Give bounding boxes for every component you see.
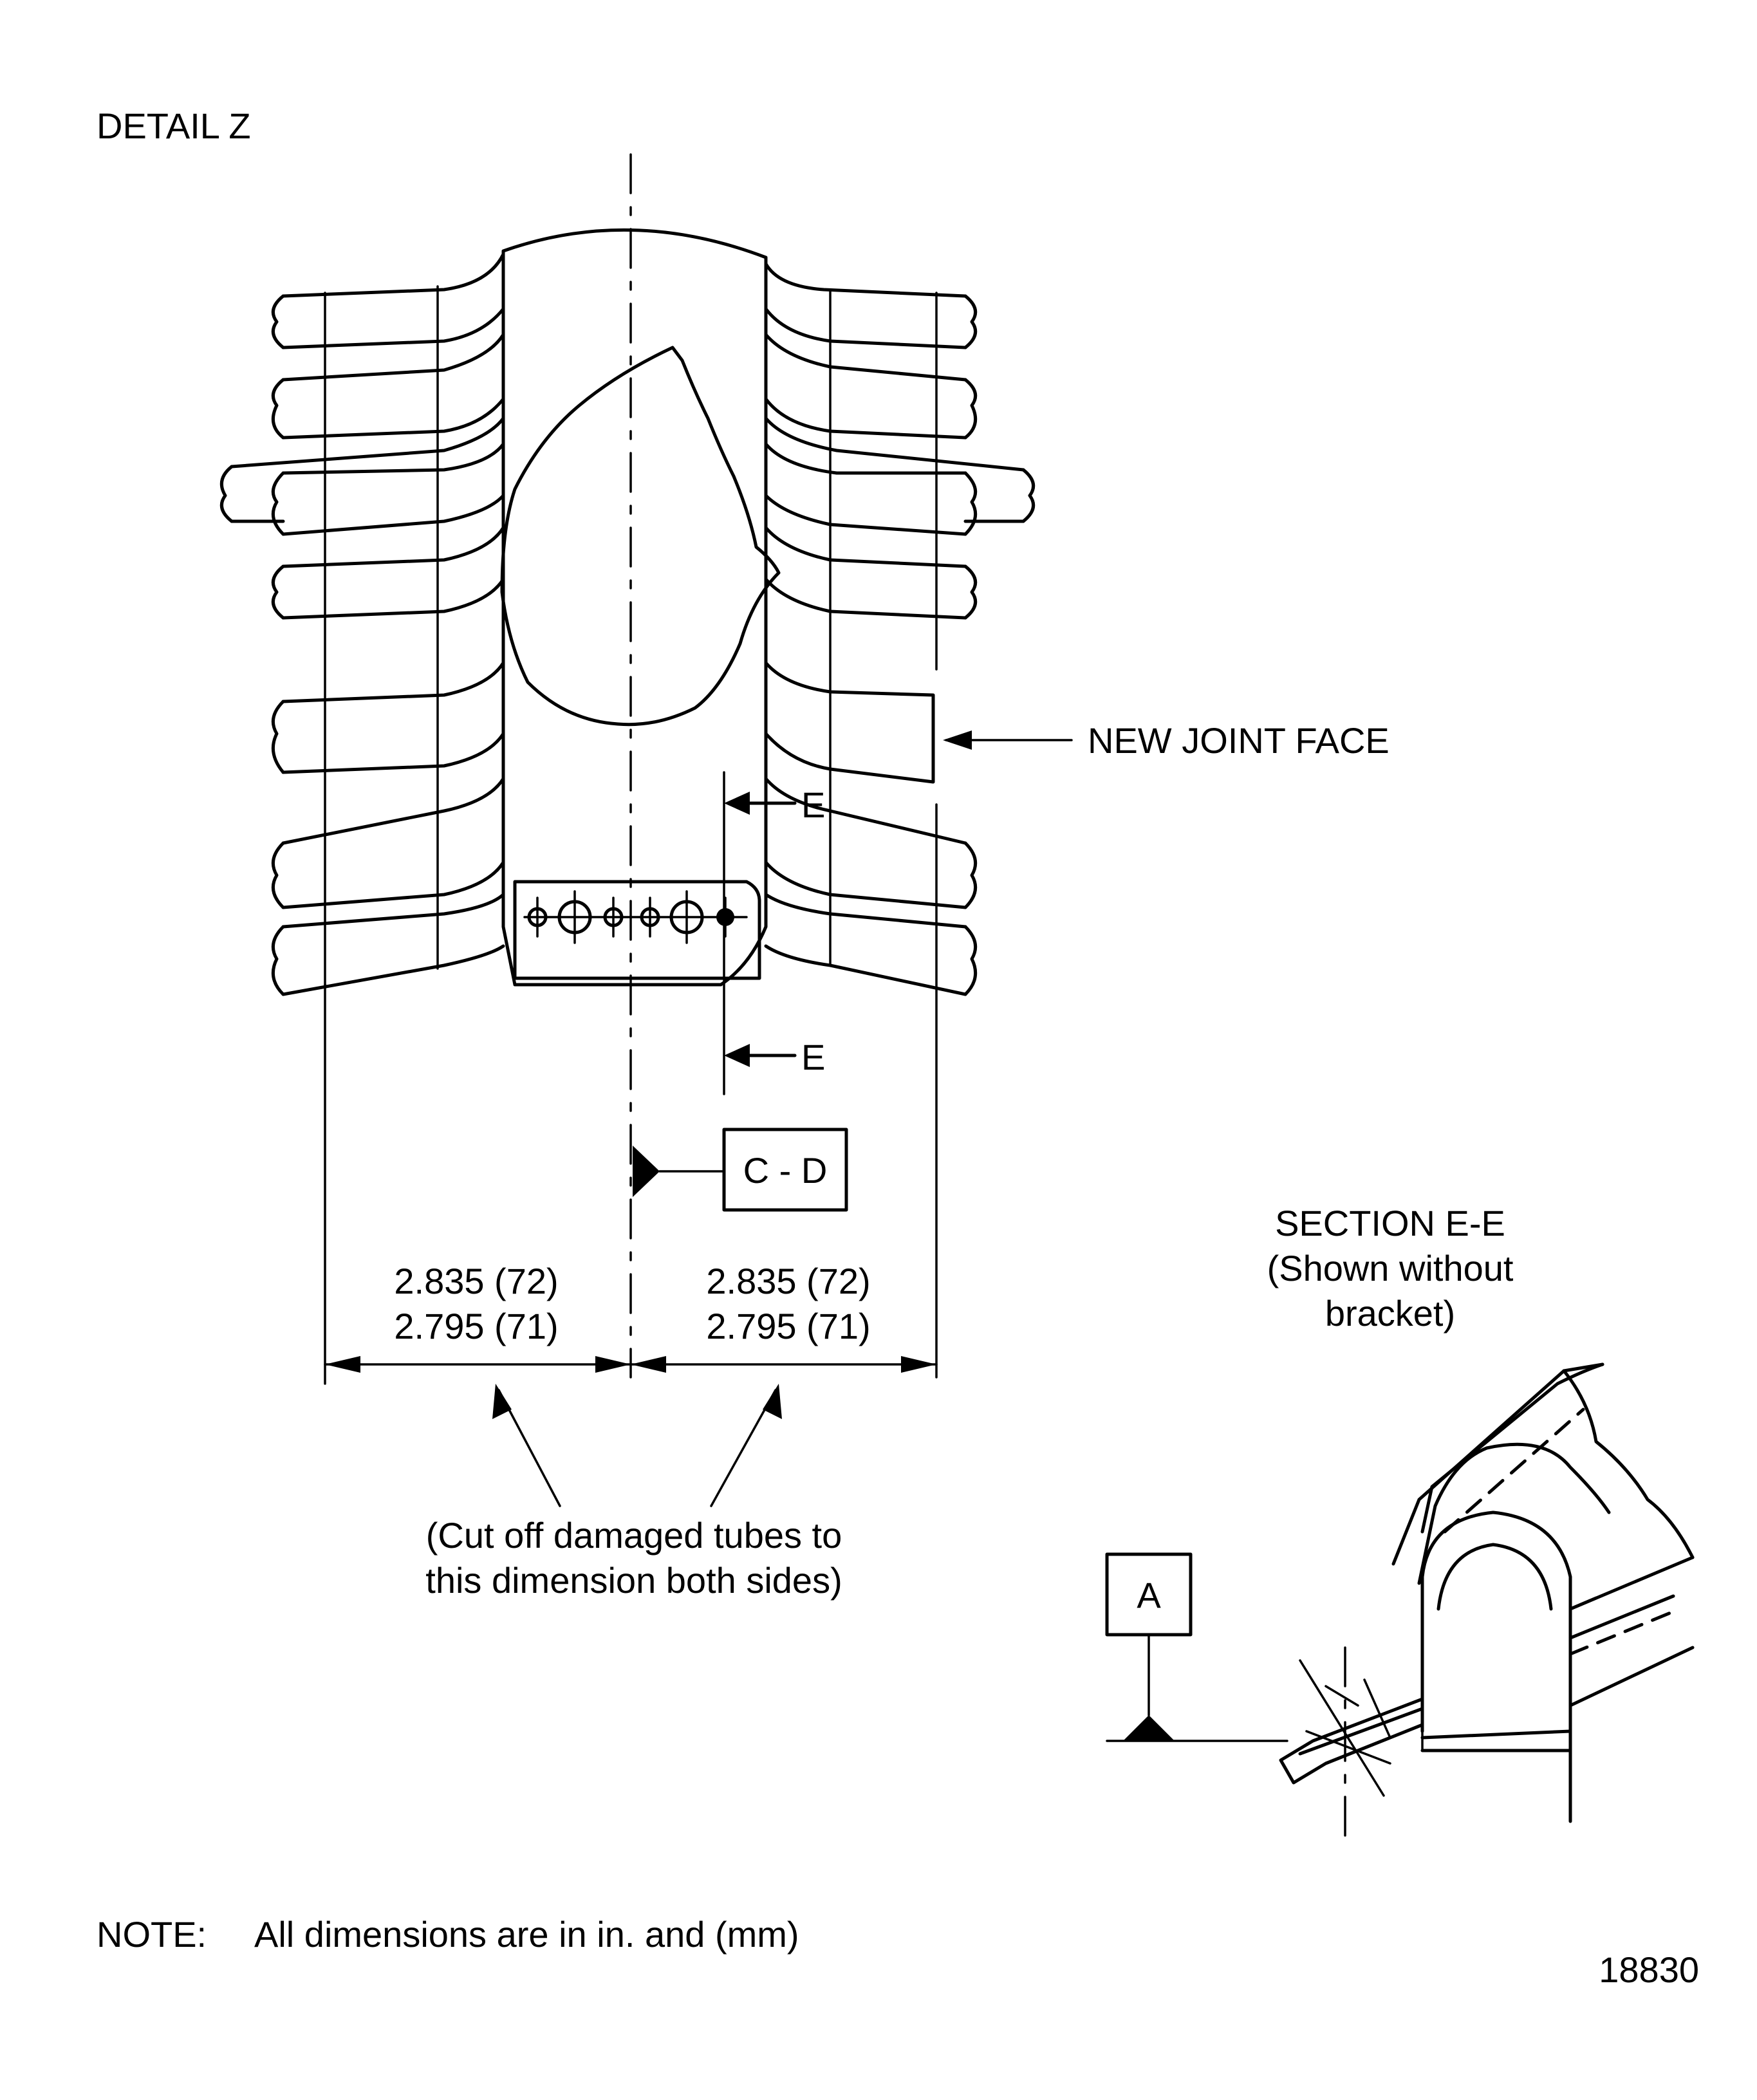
cut-note-line2: this dimension both sides): [425, 1560, 842, 1601]
section-ee-view: [1279, 1362, 1695, 1842]
note-label: NOTE:: [97, 1914, 207, 1955]
section-mark-bottom: E: [801, 1037, 825, 1077]
section-sub2: bracket): [1325, 1293, 1455, 1333]
section-mark-top: E: [801, 785, 825, 825]
datum-cd-label: C - D: [743, 1150, 828, 1191]
dim-right-lower: 2.795 (71): [706, 1306, 870, 1346]
datum-a-label: A: [1137, 1575, 1161, 1615]
datum-cd: C - D: [633, 1128, 848, 1212]
cutaway-section: [500, 346, 781, 727]
left-tubes: [219, 252, 505, 996]
dim-left-upper: 2.835 (72): [394, 1261, 558, 1301]
detail-title: DETAIL Z: [97, 106, 251, 146]
new-joint-face-callout: NEW JOINT FACE: [943, 720, 1390, 761]
section-sub1: (Shown without: [1267, 1248, 1514, 1288]
cut-note: (Cut off damaged tubes to this dimension…: [425, 1384, 842, 1601]
dimensions: 2.835 (72) 2.795 (71) 2.835 (72) 2.795 (…: [324, 983, 938, 1385]
bracket-plate: [513, 880, 761, 980]
note-text: All dimensions are in in. and (mm): [254, 1914, 799, 1955]
section-cut-line: E E: [723, 771, 825, 1095]
dim-left-lower: 2.795 (71): [394, 1306, 558, 1346]
bracket-holes: [523, 890, 748, 944]
section-caption: SECTION E-E (Shown without bracket): [1267, 1203, 1514, 1333]
section-title: SECTION E-E: [1275, 1203, 1505, 1243]
right-tubes: [764, 262, 1036, 1379]
figure-number: 18830: [1599, 1949, 1699, 1990]
new-joint-face-label: NEW JOINT FACE: [1088, 720, 1390, 761]
cut-note-line1: (Cut off damaged tubes to: [426, 1515, 842, 1556]
dim-right-upper: 2.835 (72): [706, 1261, 870, 1301]
datum-a: A: [1105, 1552, 1288, 1742]
header-body: [500, 228, 781, 987]
